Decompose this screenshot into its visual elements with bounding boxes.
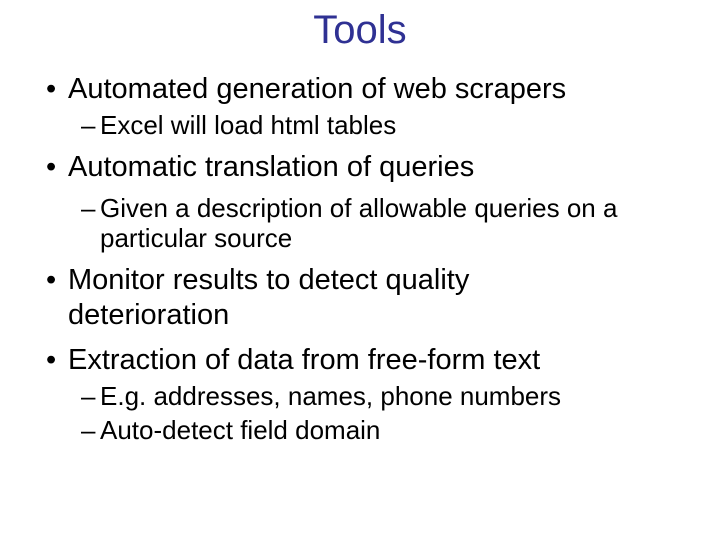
bullet-text: Extraction of data from free-form text [68, 344, 541, 376]
sub-bullet-item: – E.g. addresses, names, phone numbers [81, 381, 628, 411]
bullet-item: • Monitor results to detect quality dete… [44, 263, 628, 333]
sub-bullet-item: – Excel will load html tables [81, 110, 628, 140]
bullet-item: • Automated generation of web scrapers [44, 72, 628, 107]
bullet-icon: • [46, 151, 57, 183]
slide-title: Tools [313, 8, 407, 52]
sub-bullet-text: E.g. addresses, names, phone numbers [100, 381, 562, 411]
dash-icon: – [81, 110, 96, 140]
dash-icon: – [81, 415, 96, 445]
sub-bullet-text: Auto-detect field domain [100, 415, 381, 445]
dash-icon: – [81, 381, 96, 411]
bullet-item: • Automatic translation of queries [44, 150, 628, 185]
bullet-item: • Extraction of data from free-form text [44, 343, 628, 378]
sub-bullet-item: – Auto-detect field domain [81, 415, 628, 445]
bullet-text: Automated generation of web scrapers [68, 73, 567, 105]
bullet-icon: • [46, 344, 57, 376]
dash-icon: – [81, 193, 96, 223]
bullet-text: Automatic translation of queries [68, 151, 475, 183]
bullet-text: Monitor results to detect quality deteri… [68, 264, 470, 331]
bullet-icon: • [46, 264, 57, 296]
bullet-list: • Automated generation of web scrapers –… [44, 72, 628, 445]
sub-bullet-text: Given a description of allowable queries… [100, 193, 618, 253]
sub-bullet-text: Excel will load html tables [100, 110, 397, 140]
bullet-icon: • [46, 73, 57, 105]
sub-bullet-item: – Given a description of allowable queri… [81, 193, 628, 253]
